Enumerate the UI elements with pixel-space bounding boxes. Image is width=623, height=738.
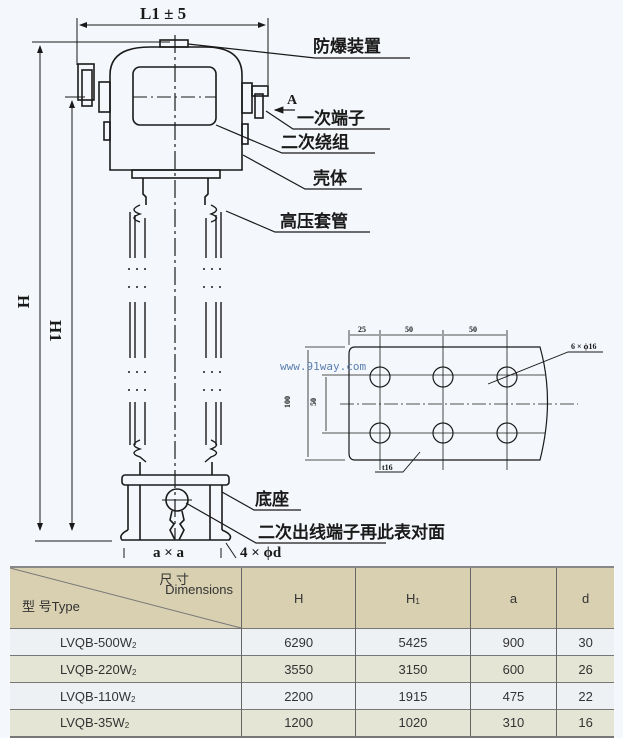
dimensions-en-label: Dimensions	[165, 582, 233, 597]
plate-holes-label: 6 × ϕ16	[571, 342, 597, 351]
d-cell: 16	[556, 709, 614, 737]
callout-hv-bushing: 高压套管	[280, 211, 348, 232]
d-cell: 22	[556, 682, 614, 710]
plate-thickness-label: t16	[382, 463, 393, 472]
watermark: www.91way.com	[280, 360, 366, 373]
callout-housing: 壳体	[312, 168, 348, 189]
plate-dim-25: 25	[358, 325, 366, 334]
h1-cell: 5425	[355, 628, 471, 656]
plate-dim-50b: 50	[469, 325, 477, 334]
housing-head	[77, 35, 269, 540]
a-cell: 900	[469, 628, 557, 656]
a-cell: 475	[469, 682, 557, 710]
terminal-plate	[305, 330, 603, 473]
type-cell: LVQB-220W2	[60, 661, 137, 677]
col-h: H	[240, 567, 356, 629]
h1-cell: 1020	[355, 709, 471, 737]
spec-table: 尺 寸 Dimensions 型 号Type H H1 a d LVQB-500…	[10, 566, 614, 738]
table-header: 尺 寸 Dimensions 型 号Type H H1 a d	[10, 567, 614, 629]
plate-height-dim: 100	[283, 396, 292, 408]
height1-label: H1	[46, 320, 65, 342]
callout-secondary-outlet: 二次出线端子再此表对面	[258, 522, 445, 543]
hv-bushing-body	[128, 204, 225, 463]
col-d: d	[556, 567, 614, 629]
type-cell: LVQB-500W2	[60, 634, 137, 650]
callout-secondary-winding: 二次绕组	[281, 132, 349, 153]
plate-dim-50a: 50	[405, 325, 413, 334]
height-label: H	[14, 295, 33, 308]
a-cell: 600	[469, 655, 557, 683]
col-a: a	[469, 567, 557, 629]
corner-header: 尺 寸 Dimensions 型 号Type	[10, 567, 242, 629]
table-row: LVQB-35W2 1200 1020 310 16	[10, 709, 614, 737]
a-cell: 310	[469, 709, 557, 737]
dimensions-cn-label: 尺 寸	[159, 572, 189, 587]
plate-row-dim: 50	[309, 398, 318, 406]
h-cell: 3550	[240, 655, 356, 683]
h1-cell: 1915	[355, 682, 471, 710]
callout-primary-terminal: 一次端子	[297, 108, 365, 129]
col-h1: H1	[355, 567, 471, 629]
transformer-drawing: L1 ± 5 H H1 A a × a 4 × ϕd 防爆装置 一次端子 二次绕…	[14, 4, 603, 561]
table-row: LVQB-220W2 3550 3150 600 26	[10, 655, 614, 683]
width-label: L1 ± 5	[140, 4, 186, 23]
base-holes-label: 4 × ϕd	[240, 545, 282, 561]
type-label: 型 号Type	[22, 599, 80, 614]
base-size-label: a × a	[153, 545, 185, 561]
direction-label: A	[287, 93, 298, 108]
callout-explosion-proof: 防爆装置	[313, 36, 381, 57]
height-dimension	[32, 41, 170, 542]
table-row: LVQB-500W2 6290 5425 900 30	[10, 628, 614, 656]
h-cell: 2200	[240, 682, 356, 710]
leader-lines	[185, 43, 410, 544]
type-cell: LVQB-110W2	[60, 688, 136, 704]
d-cell: 26	[556, 655, 614, 683]
callout-base: 底座	[255, 489, 289, 510]
base-body	[120, 462, 232, 541]
h1-cell: 3150	[355, 655, 471, 683]
type-cell: LVQB-35W2	[60, 715, 130, 731]
width-dimension	[76, 18, 269, 85]
table-row: LVQB-110W2 2200 1915 475 22	[10, 682, 614, 710]
h-cell: 6290	[240, 628, 356, 656]
d-cell: 30	[556, 628, 614, 656]
h-cell: 1200	[240, 709, 356, 737]
